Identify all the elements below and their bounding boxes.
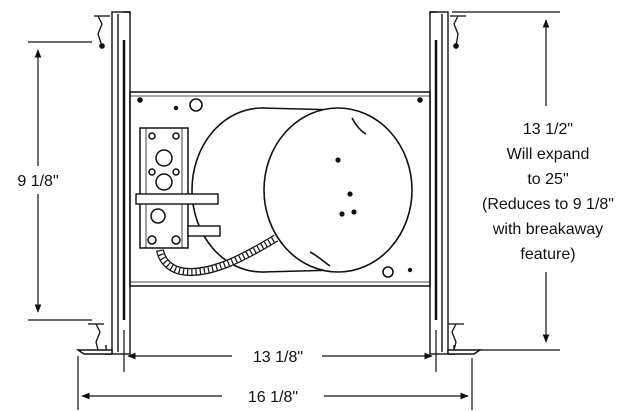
right-mounting-bar bbox=[429, 11, 483, 355]
inner-width-label: 13 1/8" bbox=[253, 349, 303, 366]
recessed-can bbox=[191, 104, 413, 275]
expand-label-line: 13 1/2" bbox=[523, 121, 573, 138]
expand-label-line: (Reduces to 9 1/8" bbox=[482, 196, 614, 213]
right-top-nail-icon bbox=[450, 15, 466, 49]
expand-label: 13 1/2" Will expand to 25" (Reduces to 9… bbox=[482, 121, 614, 263]
right-bottom-nail-icon bbox=[448, 323, 464, 351]
junction-box bbox=[139, 127, 189, 249]
overall-width-label: 16 1/8" bbox=[248, 389, 298, 406]
height-label: 9 1/8" bbox=[17, 173, 58, 190]
overall-width-dimension bbox=[77, 356, 473, 410]
expand-label-line: to 25" bbox=[527, 171, 568, 188]
height-dimension bbox=[28, 41, 92, 321]
inner-width-dimension bbox=[123, 330, 437, 372]
expand-label-line: feature) bbox=[520, 246, 575, 263]
left-mounting-bar bbox=[75, 11, 131, 355]
expand-dimension bbox=[452, 11, 560, 351]
left-bottom-nail-icon bbox=[88, 323, 104, 351]
junction-box-bracket bbox=[135, 193, 221, 237]
flexible-conduit bbox=[156, 234, 279, 277]
left-top-nail-icon bbox=[94, 15, 110, 49]
expand-label-line: with breakaway bbox=[492, 221, 603, 238]
expand-label-line: Will expand bbox=[507, 146, 590, 163]
